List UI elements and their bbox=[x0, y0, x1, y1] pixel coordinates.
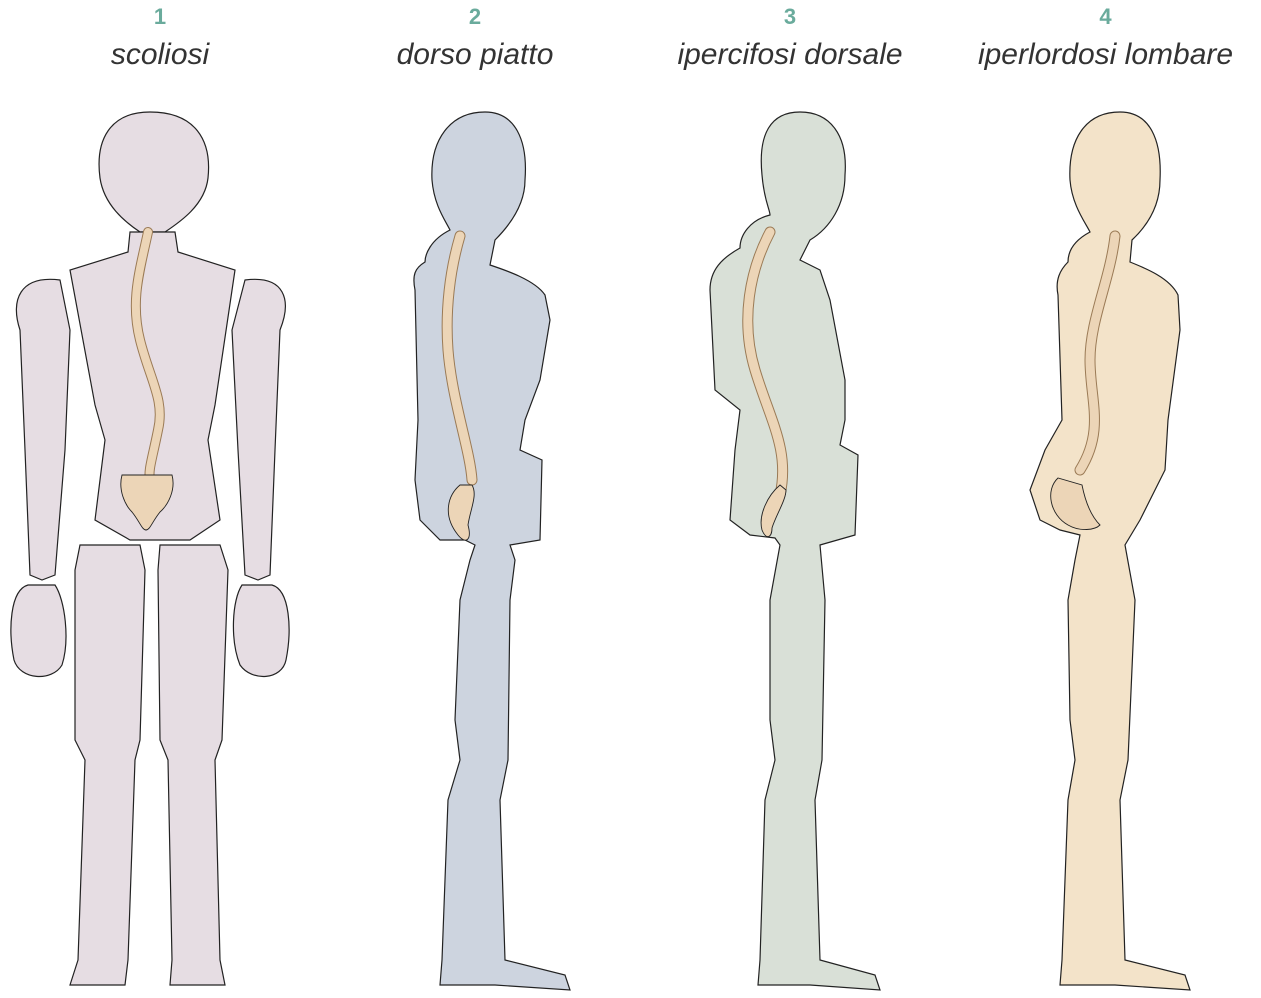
figure-ipercifosi-dorsale bbox=[630, 0, 950, 998]
body-silhouette bbox=[414, 112, 570, 990]
figure-iperlordosi-lombare bbox=[950, 0, 1261, 998]
body-silhouette bbox=[710, 112, 880, 990]
panel-scoliosi: 1 scoliosi bbox=[0, 0, 320, 998]
panel-dorso-piatto: 2 dorso piatto bbox=[320, 0, 630, 998]
panel-iperlordosi-lombare: 4 iperlordosi lombare bbox=[950, 0, 1261, 998]
panel-ipercifosi-dorsale: 3 ipercifosi dorsale bbox=[630, 0, 950, 998]
figure-scoliosi bbox=[0, 0, 320, 998]
figure-dorso-piatto bbox=[320, 0, 630, 998]
